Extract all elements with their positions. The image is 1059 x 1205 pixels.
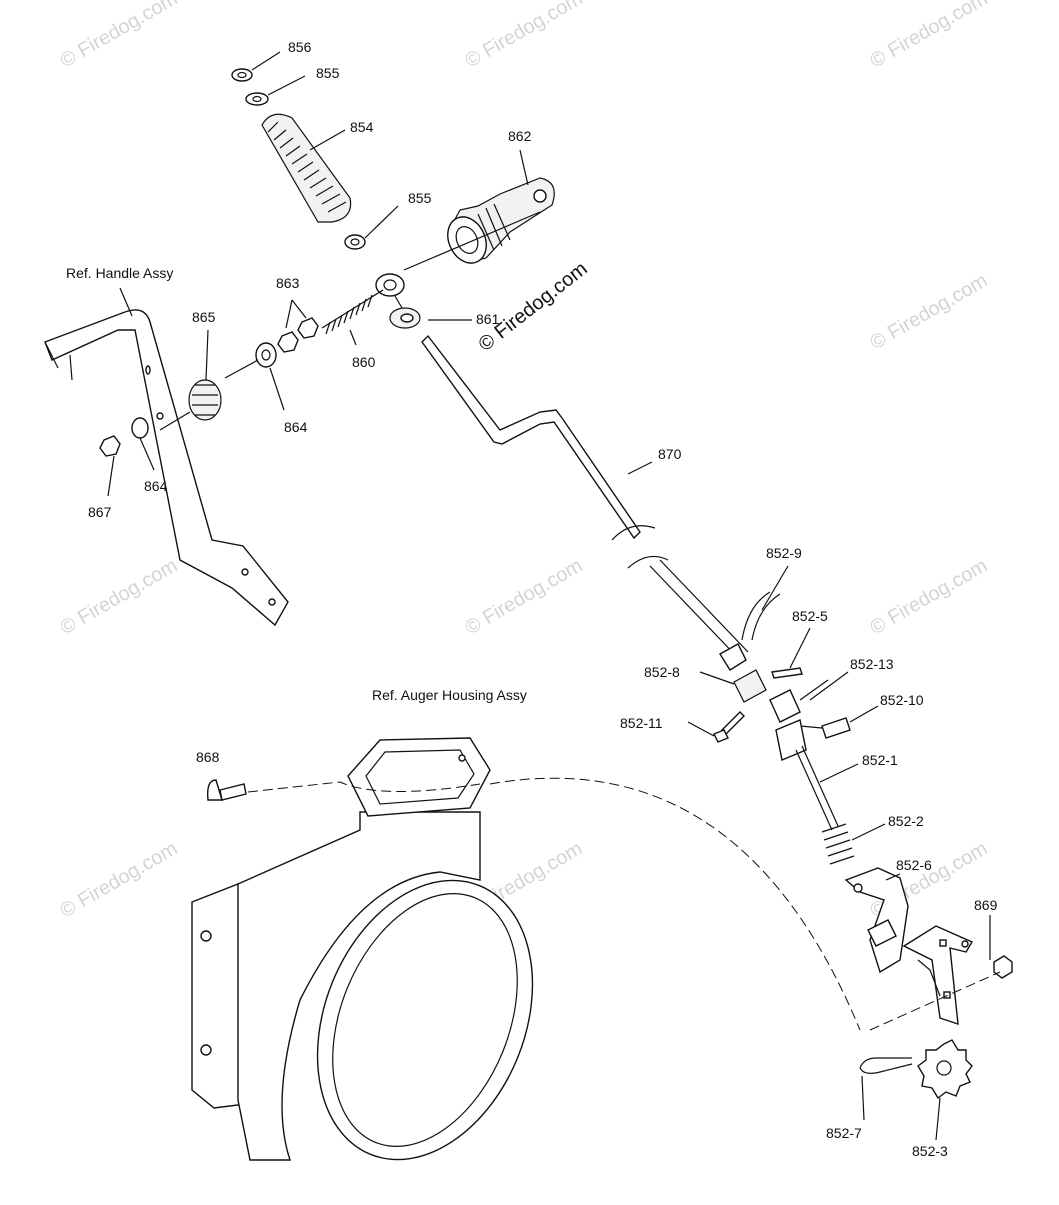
part-label-852-9: 852-9 <box>766 545 802 561</box>
part-label-852-8: 852-8 <box>644 664 680 680</box>
watermark: © Firedog.com <box>57 555 182 640</box>
part-label-869: 869 <box>974 897 998 913</box>
part-label-855: 855 <box>316 65 340 81</box>
part-label-868: 868 <box>196 749 220 765</box>
spring <box>821 823 855 865</box>
part-label-867: 867 <box>88 504 112 520</box>
part-label-852-1: 852-1 <box>862 752 898 768</box>
part-label-865: 865 <box>192 309 216 325</box>
handle-bar <box>44 309 289 627</box>
pivot-assembly <box>321 211 541 335</box>
part-label-862: 862 <box>508 128 532 144</box>
part-label-854: 854 <box>350 119 374 135</box>
part-label-852-3: 852-3 <box>912 1143 948 1159</box>
brackets <box>844 867 1013 1026</box>
rubber-grip <box>261 113 352 223</box>
top-washers <box>231 68 366 250</box>
part-label-852-10: 852-10 <box>880 692 924 708</box>
linkage-parts <box>713 591 851 831</box>
part-label-852-6: 852-6 <box>896 857 932 873</box>
shift-lever-knob <box>447 177 555 264</box>
ref-handle-label: Ref. Handle Assy <box>66 265 173 281</box>
auger-housing <box>191 737 534 1161</box>
watermark: © Firedog.com <box>462 0 587 72</box>
dashed-lines <box>247 777 1001 1031</box>
part-label-864-lower: 864 <box>144 478 168 494</box>
part-label-852-2: 852-2 <box>888 813 924 829</box>
part-label-852-7: 852-7 <box>826 1125 862 1141</box>
part-label-860: 860 <box>352 354 376 370</box>
part-label-861: 861 <box>476 311 500 327</box>
leader-lines <box>107 51 991 1141</box>
gear-and-pin <box>859 1039 973 1100</box>
part-label-852-11: 852-11 <box>620 715 663 731</box>
part-label-852-13: 852-13 <box>850 656 894 672</box>
watermark: © Firedog.com <box>867 270 992 355</box>
part-label-870: 870 <box>658 446 682 462</box>
watermark: © Firedog.com <box>867 555 992 640</box>
watermark: © Firedog.com <box>57 0 182 72</box>
part-label-864: 864 <box>284 419 308 435</box>
labels: Ref. Handle Assy Ref. Auger Housing Assy… <box>66 39 998 1159</box>
nut-washer-group <box>99 317 319 457</box>
part-label-855-lower: 855 <box>408 190 432 206</box>
shift-rod <box>421 334 749 661</box>
ref-auger-label: Ref. Auger Housing Assy <box>372 687 527 703</box>
watermark: © Firedog.com <box>867 0 992 72</box>
part-label-852-5: 852-5 <box>792 608 828 624</box>
part-label-863: 863 <box>276 275 300 291</box>
watermark: © Firedog.com <box>462 555 587 640</box>
center-watermark: © Firedog.com <box>475 258 592 356</box>
part-label-856: 856 <box>288 39 312 55</box>
watermark: © Firedog.com <box>57 838 182 923</box>
carriage-bolt <box>206 779 247 801</box>
